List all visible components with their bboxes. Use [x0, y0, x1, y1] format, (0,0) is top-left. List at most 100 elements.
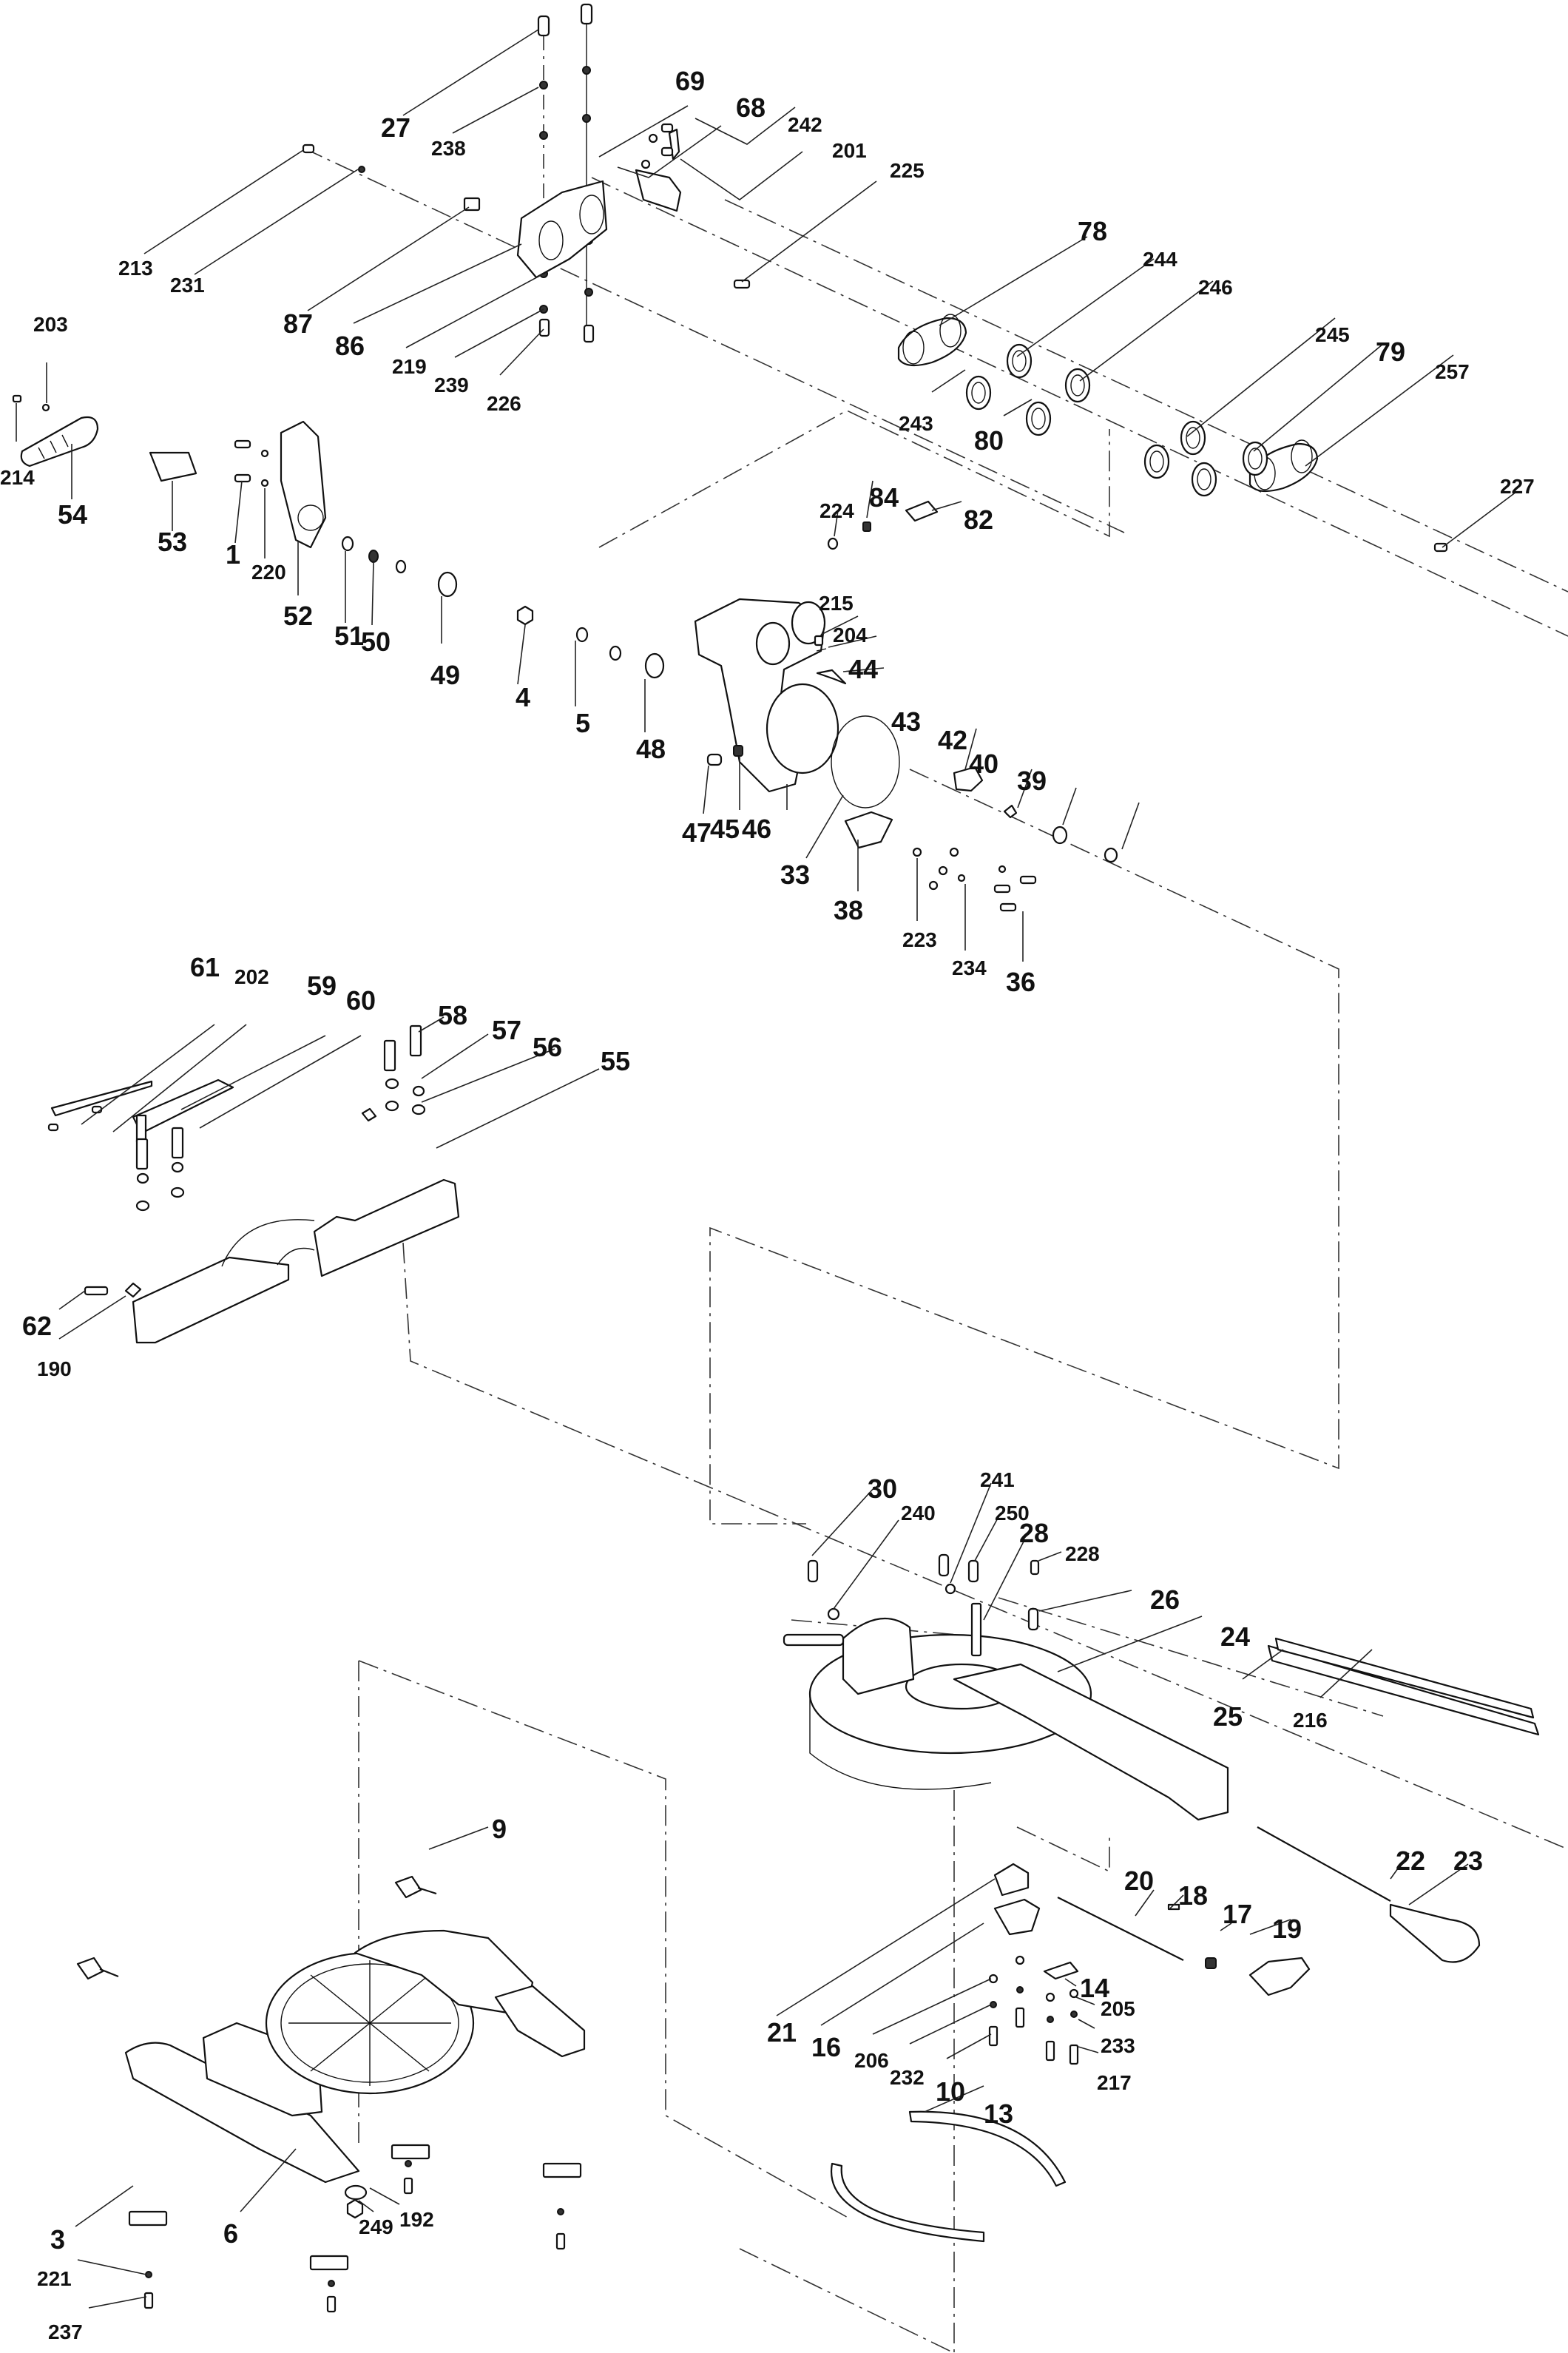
label-38: 38 — [834, 895, 863, 925]
label-22: 22 — [1396, 1846, 1425, 1876]
label-219: 219 — [392, 355, 427, 378]
label-45: 45 — [710, 814, 740, 844]
label-69: 69 — [675, 66, 705, 96]
label-231: 231 — [170, 274, 205, 297]
label-257: 257 — [1435, 360, 1470, 383]
label-3: 3 — [50, 2224, 65, 2255]
label-50: 50 — [361, 627, 391, 657]
label-221: 221 — [37, 2267, 72, 2290]
label-20: 20 — [1124, 1866, 1154, 1896]
label-217: 217 — [1097, 2071, 1132, 2094]
label-44: 44 — [848, 654, 878, 684]
label-1: 1 — [226, 539, 240, 570]
label-13: 13 — [984, 2099, 1013, 2129]
label-46: 46 — [742, 814, 771, 844]
label-232: 232 — [890, 2066, 925, 2089]
label-16: 16 — [811, 2032, 841, 2062]
label-78: 78 — [1078, 216, 1107, 246]
label-87: 87 — [283, 308, 313, 339]
label-42: 42 — [938, 725, 967, 755]
label-223: 223 — [902, 928, 937, 951]
label-233: 233 — [1101, 2034, 1135, 2057]
label-226: 226 — [487, 392, 521, 415]
label-21: 21 — [767, 2017, 797, 2048]
label-190: 190 — [37, 1357, 72, 1380]
part-labels: 27 238 69 68 242 201 225 213 231 87 86 2… — [0, 66, 1535, 2343]
label-60: 60 — [346, 985, 376, 1016]
label-245: 245 — [1315, 323, 1350, 346]
label-54: 54 — [58, 499, 87, 530]
label-80: 80 — [974, 425, 1004, 456]
label-62: 62 — [22, 1311, 52, 1341]
label-23: 23 — [1453, 1846, 1483, 1876]
label-227: 227 — [1500, 475, 1535, 498]
label-241: 241 — [980, 1468, 1015, 1491]
label-28: 28 — [1019, 1518, 1049, 1548]
label-220: 220 — [251, 561, 286, 584]
label-249: 249 — [359, 2215, 393, 2238]
label-246: 246 — [1198, 276, 1233, 299]
label-239: 239 — [434, 374, 469, 396]
label-224: 224 — [820, 499, 854, 522]
label-79: 79 — [1376, 337, 1405, 367]
label-36: 36 — [1006, 967, 1035, 997]
label-24: 24 — [1220, 1621, 1250, 1652]
label-49: 49 — [430, 660, 460, 690]
label-18: 18 — [1178, 1880, 1208, 1911]
label-240: 240 — [901, 1502, 936, 1525]
label-10: 10 — [936, 2076, 965, 2107]
label-192: 192 — [399, 2208, 434, 2231]
label-27: 27 — [381, 112, 410, 143]
label-48: 48 — [636, 734, 666, 764]
label-206: 206 — [854, 2049, 889, 2072]
alignment-lines — [303, 147, 1568, 2353]
label-202: 202 — [234, 965, 269, 988]
label-58: 58 — [438, 1000, 467, 1030]
label-242: 242 — [788, 113, 822, 136]
label-215: 215 — [819, 592, 854, 615]
leader-lines — [16, 29, 1517, 2309]
label-204: 204 — [833, 624, 868, 647]
label-68: 68 — [736, 92, 766, 123]
label-244: 244 — [1143, 248, 1177, 271]
label-6: 6 — [223, 2218, 238, 2249]
label-19: 19 — [1272, 1914, 1302, 1944]
label-39: 39 — [1017, 766, 1047, 796]
label-86: 86 — [335, 331, 365, 361]
label-9: 9 — [492, 1814, 507, 1844]
label-4: 4 — [516, 682, 530, 712]
label-43: 43 — [891, 706, 921, 737]
label-26: 26 — [1150, 1584, 1180, 1615]
label-30: 30 — [868, 1473, 897, 1504]
label-57: 57 — [492, 1015, 521, 1045]
label-82: 82 — [964, 504, 993, 535]
label-203: 203 — [33, 313, 68, 336]
label-225: 225 — [890, 159, 925, 182]
label-47: 47 — [682, 817, 712, 848]
label-234: 234 — [952, 956, 987, 979]
screw-27 — [537, 15, 550, 37]
label-238: 238 — [431, 137, 466, 160]
label-14: 14 — [1080, 1973, 1109, 2003]
label-25: 25 — [1213, 1701, 1243, 1732]
label-52: 52 — [283, 601, 313, 631]
label-56: 56 — [533, 1032, 562, 1062]
label-5: 5 — [575, 708, 590, 738]
screw-top-right — [580, 3, 593, 25]
base-6 — [124, 2042, 360, 2184]
rail-bracket-86 — [516, 180, 608, 279]
label-59: 59 — [307, 970, 337, 1001]
label-213: 213 — [118, 257, 153, 280]
label-17: 17 — [1223, 1899, 1252, 1929]
label-243: 243 — [899, 412, 933, 435]
label-55: 55 — [601, 1046, 630, 1076]
label-228: 228 — [1065, 1542, 1100, 1565]
label-53: 53 — [158, 527, 187, 557]
part-shapes — [12, 3, 1540, 2313]
label-216: 216 — [1293, 1709, 1328, 1732]
label-40: 40 — [969, 749, 998, 779]
label-250: 250 — [995, 1502, 1030, 1525]
label-33: 33 — [780, 860, 810, 890]
label-201: 201 — [832, 139, 867, 162]
